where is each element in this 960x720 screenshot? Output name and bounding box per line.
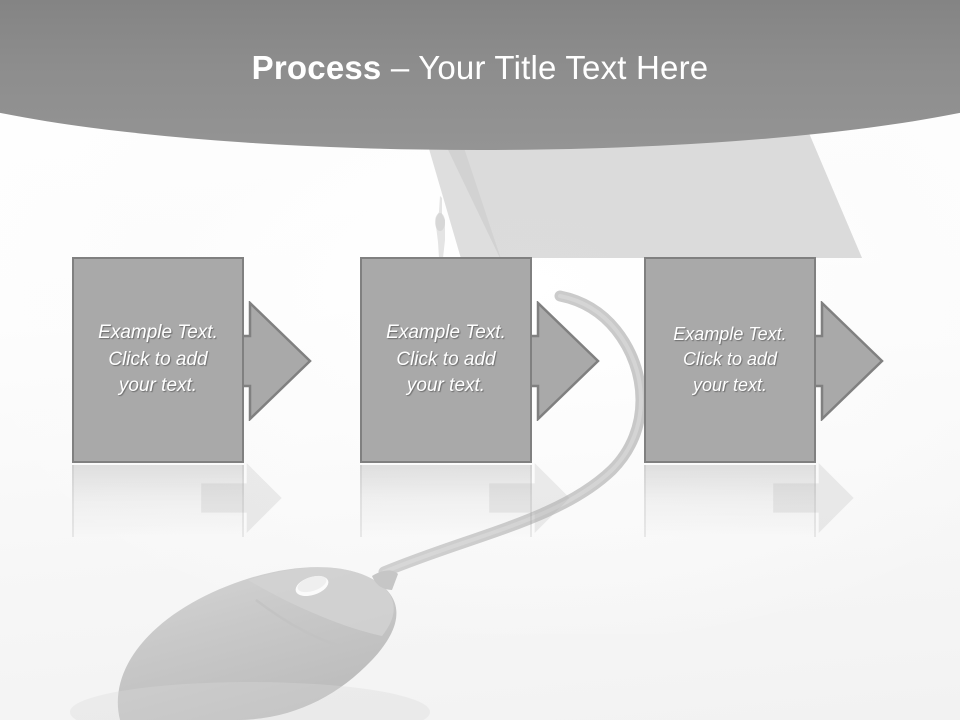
step-box-2[interactable]: Example Text. Click to add your text.: [360, 257, 532, 463]
step-arrow-reflection: [201, 463, 282, 533]
step-label-3: Example Text. Click to add your text.: [673, 323, 787, 395]
step-label-1: Example Text. Click to add your text.: [98, 321, 218, 397]
title-rest: Your Title Text Here: [418, 49, 709, 86]
step-arrow-reflection: [489, 463, 570, 533]
title-separator: –: [381, 49, 419, 86]
step-arrow-reflection: [773, 463, 854, 533]
step-label-2: Example Text. Click to add your text.: [386, 321, 506, 397]
step-box-reflection: [644, 465, 816, 537]
title-strong: Process: [251, 49, 382, 86]
step-box-3[interactable]: Example Text. Click to add your text.: [644, 257, 816, 463]
curved-header-band: [0, 0, 960, 150]
step-box-reflection: [72, 465, 244, 537]
slide-title: Process – Your Title Text Here: [0, 49, 960, 86]
step-box-1[interactable]: Example Text. Click to add your text.: [72, 257, 244, 463]
